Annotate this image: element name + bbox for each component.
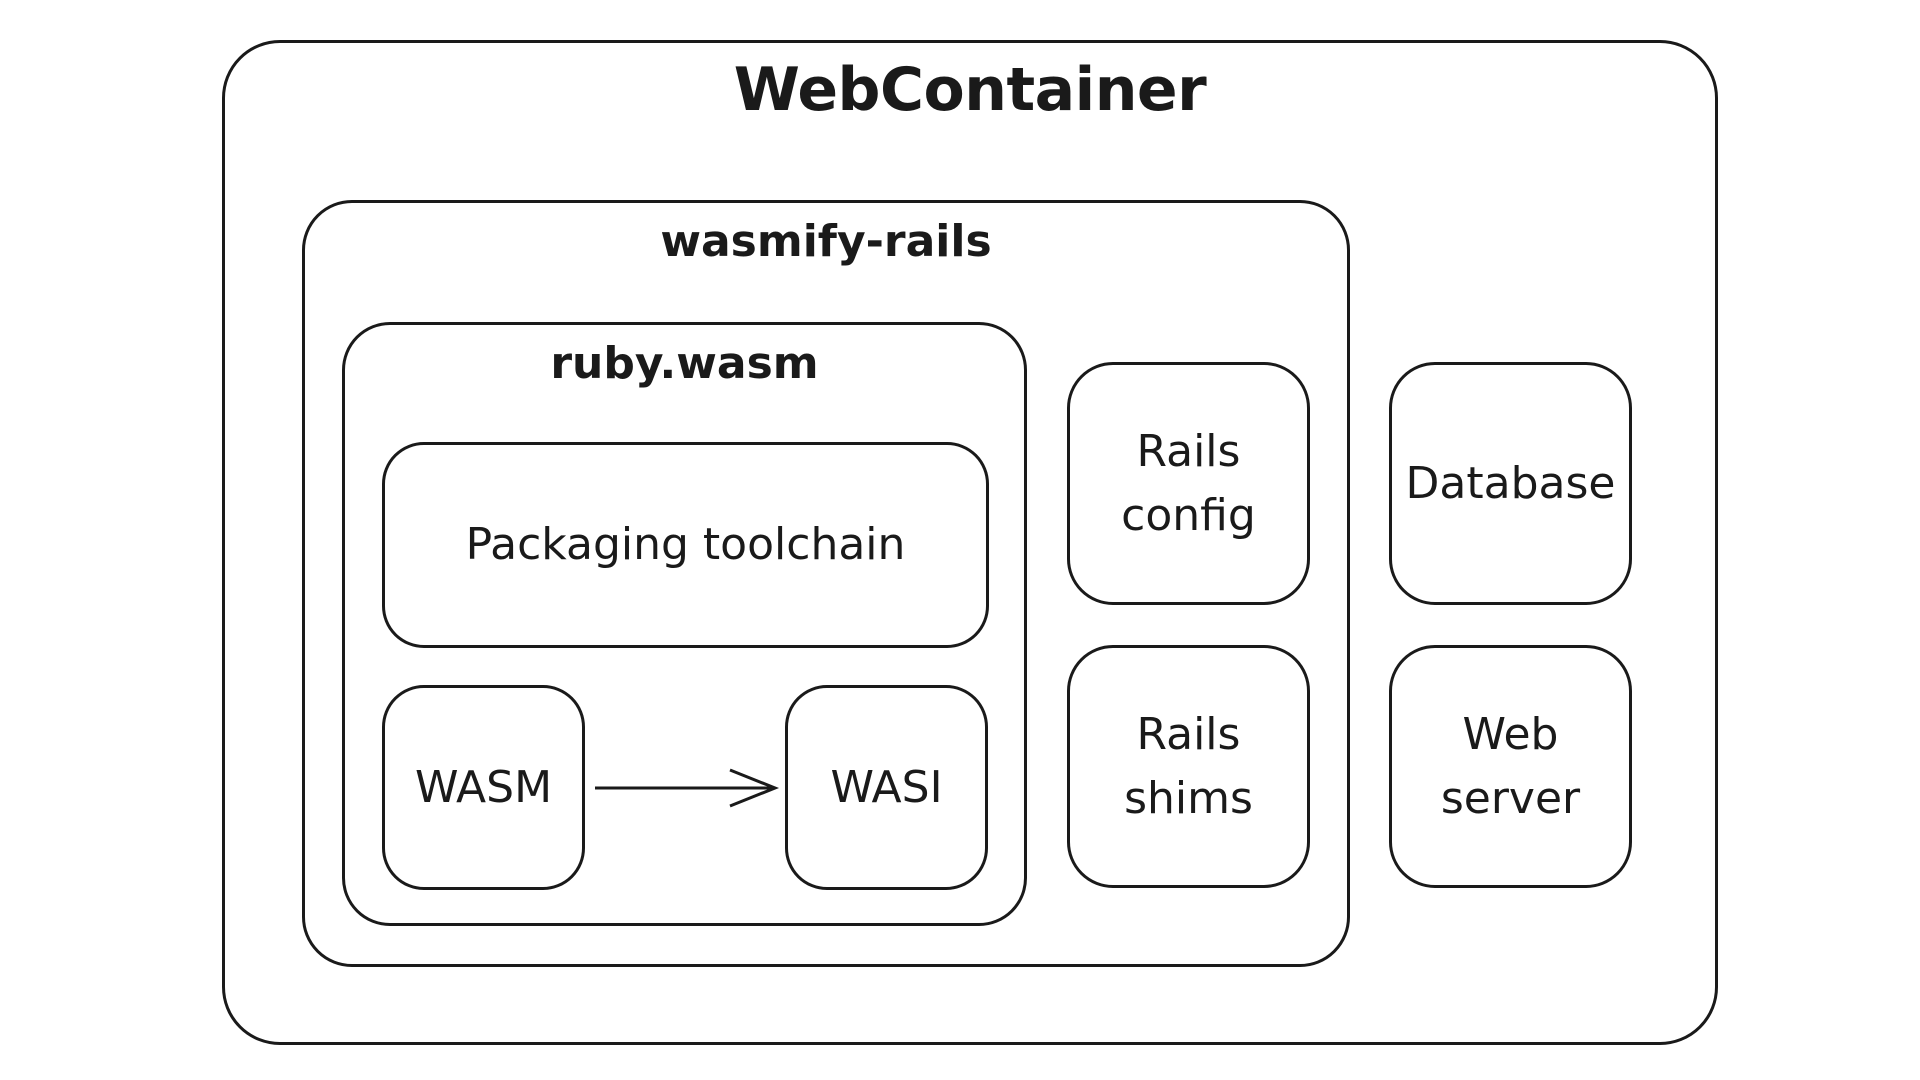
web-server-box: Web server [1389,645,1632,888]
wasi-box: WASI [785,685,988,890]
wasm-box: WASM [382,685,585,890]
ruby-wasm-title: ruby.wasm [550,338,819,389]
webcontainer-title: WebContainer [733,55,1207,125]
rails-config-box: Rails config [1067,362,1310,605]
packaging-toolchain-box: Packaging toolchain [382,442,989,648]
rails-shims-box: Rails shims [1067,645,1310,888]
database-box: Database [1389,362,1632,605]
wasmify-rails-title: wasmify-rails [660,216,992,267]
